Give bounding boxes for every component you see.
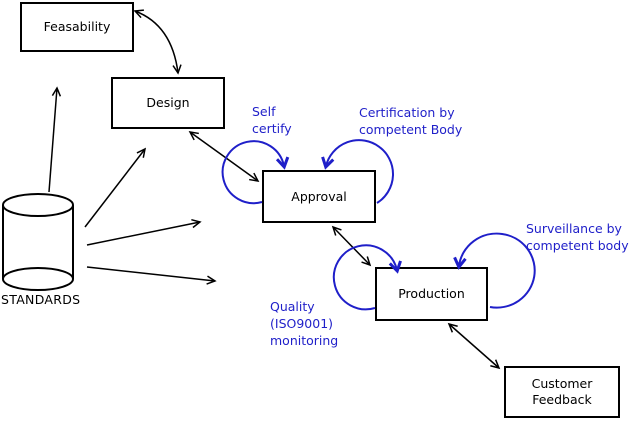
- annotation-surveillance: Surveillance by competent body: [526, 220, 629, 254]
- annotation-surveillance-line1: Surveillance by: [526, 221, 622, 236]
- arrow-standards-production: [86, 266, 217, 285]
- node-feasability-label: Feasability: [43, 19, 111, 34]
- annotation-quality-line2: (ISO9001): [270, 316, 334, 331]
- node-design-label: Design: [146, 95, 190, 110]
- standards-cylinder: [2, 193, 74, 291]
- arrow-production-customer-feedback: [447, 322, 501, 370]
- node-customer-feedback: Customer Feedback: [504, 366, 620, 418]
- arrow-feasability-design: [133, 9, 182, 75]
- annotation-self-certify: Self certify: [252, 103, 292, 137]
- arrow-standards-design: [84, 147, 147, 228]
- arrow-standards-feasability: [48, 86, 62, 193]
- node-feasability: Feasability: [20, 2, 134, 52]
- node-production-label: Production: [398, 286, 465, 301]
- node-approval-label: Approval: [291, 188, 347, 204]
- cylinder-top: [2, 193, 74, 217]
- annotation-certification-line1: Certification by: [359, 105, 455, 120]
- annotation-self-certify-line2: certify: [252, 121, 292, 136]
- arrow-approval-production: [331, 225, 372, 267]
- annotation-certification-line2: competent Body: [359, 122, 463, 137]
- cylinder-bottom: [2, 267, 74, 291]
- annotation-quality-line3: monitoring: [270, 333, 339, 348]
- arrow-standards-approval: [86, 218, 202, 246]
- standards-label: STANDARDS: [1, 292, 81, 307]
- annotation-certification: Certification by competent Body: [359, 104, 462, 138]
- node-customer-feedback-label-line2: Feedback: [532, 392, 592, 407]
- node-production: Production: [375, 267, 488, 321]
- annotation-self-certify-line1: Self: [252, 104, 276, 119]
- node-customer-feedback-label-line1: Customer: [531, 376, 593, 391]
- annotation-quality-monitoring: Quality (ISO9001) monitoring: [270, 298, 338, 349]
- annotation-quality-line1: Quality: [270, 299, 315, 314]
- node-design: Design: [111, 77, 225, 129]
- node-approval: Approval: [262, 170, 376, 223]
- annotation-surveillance-line2: competent body: [526, 238, 629, 253]
- arrow-design-approval: [188, 131, 260, 182]
